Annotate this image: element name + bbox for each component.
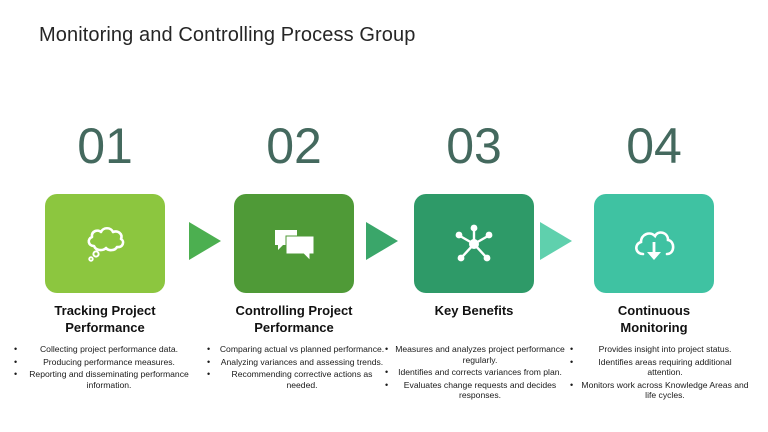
list-item: Recommending corrective actions as neede…: [207, 369, 387, 390]
step-number-3: 03: [446, 118, 502, 174]
arrow-3: [540, 222, 572, 260]
list-item: Comparing actual vs planned performance.: [207, 344, 387, 355]
list-item: Monitors work across Knowledge Areas and…: [570, 380, 750, 401]
step-number-2: 02: [266, 118, 322, 174]
list-item: Identifies and corrects variances from p…: [385, 367, 565, 378]
step-bullets-4: Provides insight into project status. Id…: [568, 344, 750, 403]
step-title-4: Continuous Monitoring: [617, 303, 691, 335]
step-box-1: [45, 194, 165, 293]
step-bullets-3: Measures and analyzes project performanc…: [383, 344, 565, 403]
list-item: Collecting project performance data.: [14, 344, 194, 355]
list-item: Evaluates change requests and decides re…: [385, 380, 565, 401]
list-item: Producing performance measures.: [14, 357, 194, 368]
network-hub-icon: [452, 222, 496, 266]
step-box-3: [414, 194, 534, 293]
step-number-4: 04: [626, 118, 682, 174]
list-item: Provides insight into project status.: [570, 344, 750, 355]
thought-cloud-icon: [82, 224, 128, 264]
list-item: Reporting and disseminating performance …: [14, 369, 194, 390]
step-box-4: [594, 194, 714, 293]
slide-title: Monitoring and Controlling Process Group: [39, 24, 416, 46]
arrow-2: [366, 222, 398, 260]
list-item: Analyzing variances and assessing trends…: [207, 357, 387, 368]
arrow-1: [189, 222, 221, 260]
list-item: Identifies areas requiring additional at…: [570, 357, 750, 378]
step-number-1: 01: [77, 118, 133, 174]
step-title-1: Tracking Project Performance: [54, 303, 156, 335]
step-bullets-1: Collecting project performance data. Pro…: [12, 344, 194, 392]
step-title-2: Controlling Project Performance: [235, 303, 353, 335]
cloud-download-icon: [630, 224, 678, 264]
list-item: Measures and analyzes project performanc…: [385, 344, 565, 365]
step-box-2: [234, 194, 354, 293]
step-title-3: Key Benefits: [434, 303, 514, 318]
step-bullets-2: Comparing actual vs planned performance.…: [205, 344, 387, 392]
chat-bubbles-icon: [271, 224, 317, 264]
